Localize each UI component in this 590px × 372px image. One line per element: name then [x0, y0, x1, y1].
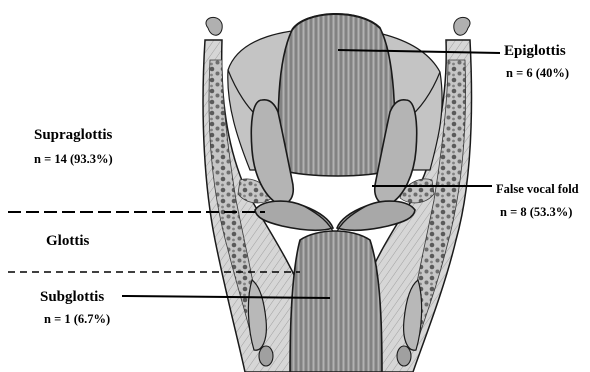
supraglottis-count: n = 14 (93.3%): [34, 153, 113, 166]
left-top-curl: [206, 17, 222, 35]
right-top-curl: [454, 17, 470, 35]
epiglottis-region: [206, 14, 470, 176]
false-vocal-fold-count: n = 8 (53.3%): [500, 206, 572, 219]
false-vocal-fold-label: False vocal fold: [496, 183, 579, 196]
epiglottis-label: Epiglottis: [504, 44, 566, 59]
subglottis-label: Subglottis: [40, 290, 104, 305]
left-lower-ring: [259, 346, 273, 366]
supraglottis-label: Supraglottis: [34, 128, 112, 143]
epiglottis-shape: [278, 14, 394, 176]
subglottis-count: n = 1 (6.7%): [44, 313, 110, 326]
trachea-lumen: [290, 231, 382, 372]
epiglottis-count: n = 6 (40%): [506, 67, 569, 80]
right-lower-ring: [397, 346, 411, 366]
glottis-label: Glottis: [46, 234, 89, 249]
